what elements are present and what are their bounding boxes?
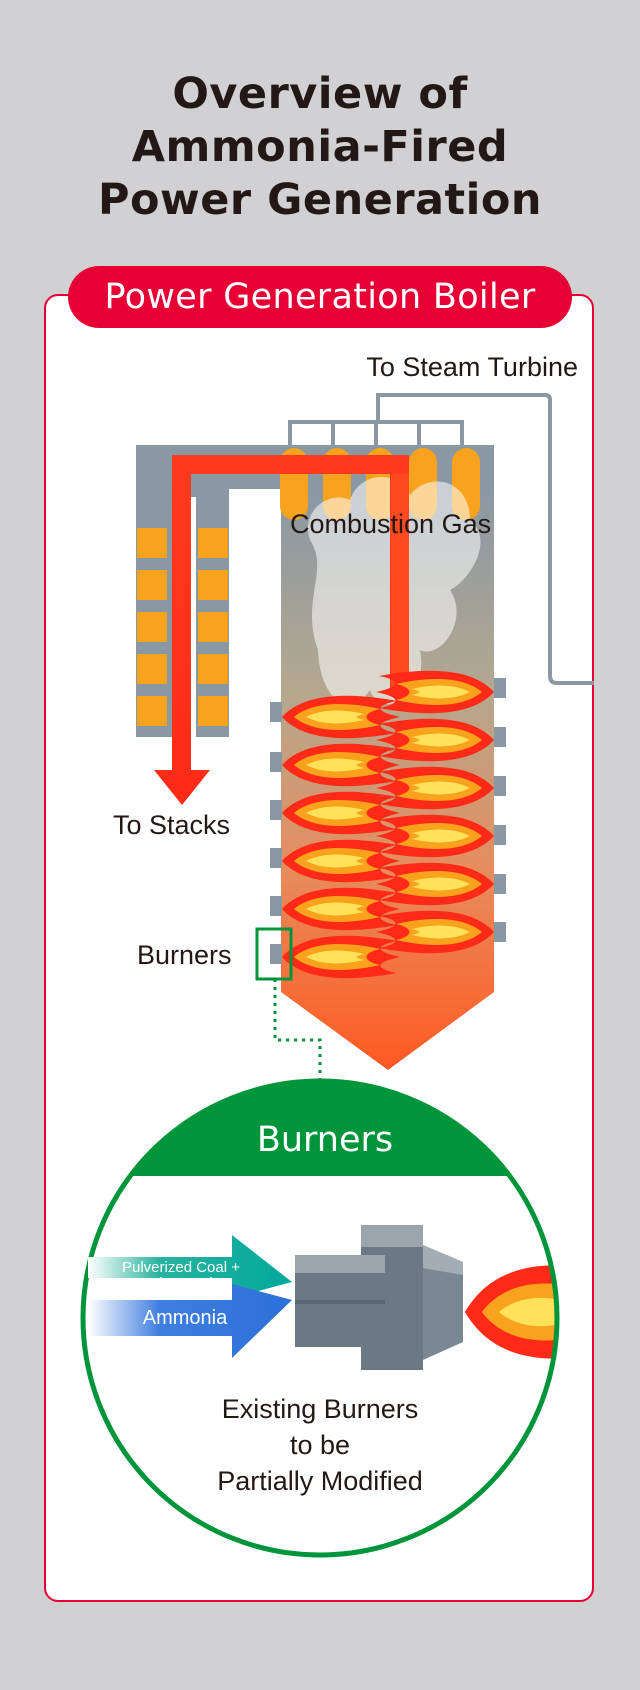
gas-flow-arrow [154, 455, 409, 805]
heat-tubes-rear [137, 528, 228, 726]
title-line-3: Power Generation [97, 175, 543, 225]
to-steam-turbine-label: To Steam Turbine [366, 352, 578, 382]
to-stacks-label: To Stacks [113, 810, 231, 840]
burner-pads [270, 678, 506, 964]
description-line-1: Existing Burners [221, 1394, 419, 1424]
burners-label: Burners [137, 940, 232, 970]
page-title: Overview of Ammonia-Fired Power Generati… [0, 68, 640, 227]
burner-nozzle-icon [295, 1225, 463, 1370]
title-line-2: Ammonia-Fired [131, 122, 509, 172]
description-line-3: Partially Modified [217, 1466, 423, 1496]
combustion-gas-label: Combustion Gas [290, 509, 492, 539]
arrow-right-icon [88, 1235, 292, 1298]
burner-description: Existing Burners to be Partially Modifie… [150, 1391, 490, 1499]
burner-detail [80, 1078, 560, 1558]
description-line-2: to be [289, 1430, 351, 1460]
title-line-1: Overview of [172, 69, 468, 119]
boiler-heading: Power Generation Boiler [68, 266, 572, 328]
burners-detail-heading: Burners [256, 1120, 394, 1160]
coal-input-label: Pulverized Coal + Primary Air [122, 1259, 240, 1292]
burner-connector [273, 979, 322, 1090]
ammonia-input-label: Ammonia [142, 1307, 228, 1329]
arrow-right-icon [88, 1284, 292, 1358]
